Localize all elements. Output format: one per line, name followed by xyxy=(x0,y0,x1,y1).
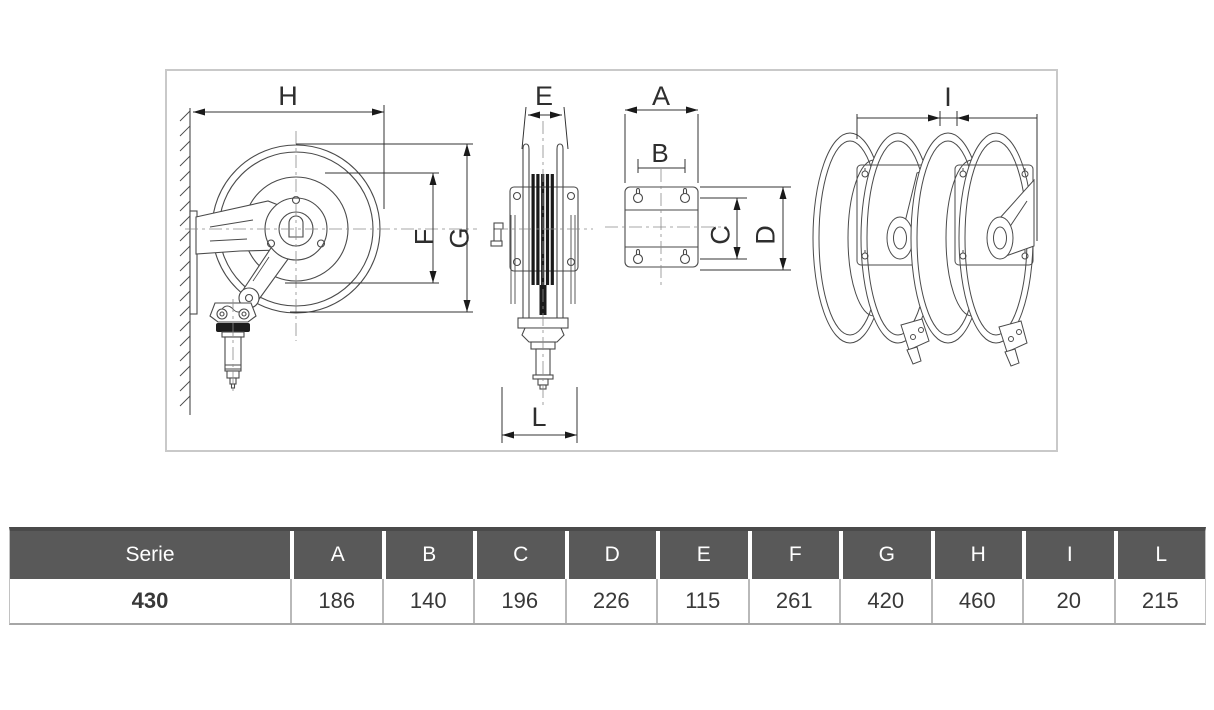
keyhole-slots xyxy=(632,187,691,265)
col-header-i: I xyxy=(1022,531,1114,579)
cell-a: 186 xyxy=(290,579,382,623)
col-header-c: C xyxy=(473,531,565,579)
col-header-f: F xyxy=(747,531,839,579)
reel-flanges xyxy=(522,143,564,319)
centerlines-side xyxy=(185,131,477,391)
cell-serie: 430 xyxy=(10,579,290,623)
dim-label-A: A xyxy=(652,81,670,111)
cell-b: 140 xyxy=(381,579,473,623)
dim-label-C: C xyxy=(705,225,735,245)
side-view-dimensions xyxy=(193,105,473,313)
bracket-dimensions xyxy=(624,106,791,271)
spacing-dimension xyxy=(856,111,1038,241)
dim-label-D: D xyxy=(750,225,780,245)
dimensions-table: Serie A B C D E F G H I L 430 186 140 19… xyxy=(9,527,1206,625)
side-view xyxy=(179,108,477,415)
cell-l: 215 xyxy=(1113,579,1205,623)
cell-e: 115 xyxy=(656,579,748,623)
perspective-view xyxy=(812,132,1035,367)
cell-g: 420 xyxy=(839,579,931,623)
cell-f: 261 xyxy=(747,579,839,623)
dim-label-I: I xyxy=(944,82,952,112)
reel2-hub xyxy=(986,216,1014,260)
dim-label-B: B xyxy=(651,138,668,168)
bracket-view xyxy=(605,169,727,289)
col-header-l: L xyxy=(1113,531,1205,579)
centerlines-front xyxy=(495,121,593,409)
dim-label-L: L xyxy=(531,402,546,432)
dim-label-H: H xyxy=(278,81,298,111)
cell-d: 226 xyxy=(564,579,656,623)
technical-drawing: H F G xyxy=(165,69,1058,452)
col-header-e: E xyxy=(656,531,748,579)
dim-label-G: G xyxy=(444,227,474,248)
front-view xyxy=(490,121,593,409)
col-header-serie: Serie xyxy=(10,531,290,579)
inlet-elbow xyxy=(490,222,504,247)
table-row: 430 186 140 196 226 115 261 420 460 20 2… xyxy=(10,579,1205,623)
centerlines-bracket xyxy=(605,169,727,289)
table-header-row: Serie A B C D E F G H I L xyxy=(10,531,1205,579)
dim-label-F: F xyxy=(409,229,439,246)
cell-c: 196 xyxy=(473,579,565,623)
col-header-g: G xyxy=(839,531,931,579)
dim-label-E: E xyxy=(535,81,553,111)
wall-hatching xyxy=(179,108,198,415)
front-view-dimensions xyxy=(501,106,578,443)
col-header-a: A xyxy=(290,531,382,579)
col-header-b: B xyxy=(381,531,473,579)
col-header-d: D xyxy=(564,531,656,579)
reel1-outlet xyxy=(900,318,930,365)
reel1-hub xyxy=(886,216,914,260)
cell-i: 20 xyxy=(1022,579,1114,623)
reel2-outlet xyxy=(998,320,1028,367)
cell-h: 460 xyxy=(930,579,1022,623)
col-header-h: H xyxy=(930,531,1022,579)
drawing-canvas: H F G xyxy=(165,69,1058,452)
